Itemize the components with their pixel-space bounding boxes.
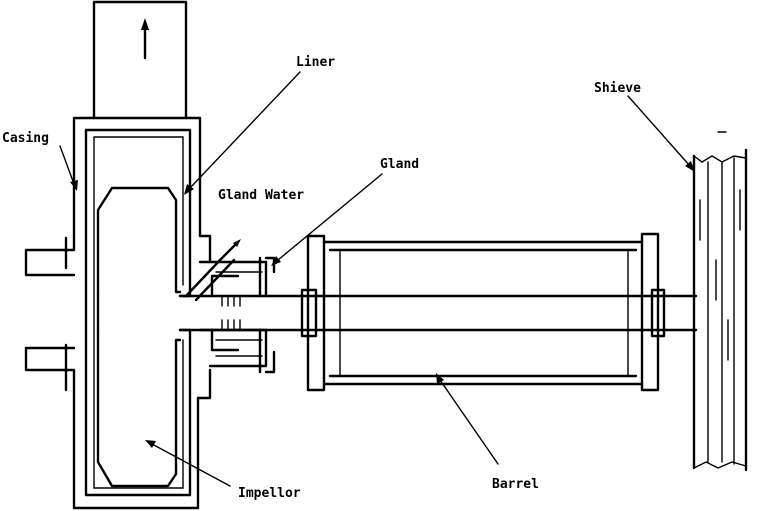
shieve [692, 131, 748, 472]
gland [198, 256, 276, 374]
gland-water-pipe [184, 239, 241, 302]
leader-lines [59, 71, 695, 487]
liner [84, 128, 192, 497]
label-impellor: Impellor [238, 486, 301, 501]
label-shieve: Shieve [594, 81, 641, 96]
casing [24, 116, 212, 510]
impeller [96, 186, 182, 488]
label-gland: Gland [380, 157, 419, 172]
discharge-pipe [92, 0, 188, 120]
shaft [178, 294, 698, 332]
label-gland-water: Gland Water [218, 188, 304, 203]
label-casing: Casing [2, 131, 49, 146]
label-liner: Liner [296, 55, 335, 70]
barrel [300, 232, 666, 392]
label-barrel: Barrel [492, 477, 539, 492]
